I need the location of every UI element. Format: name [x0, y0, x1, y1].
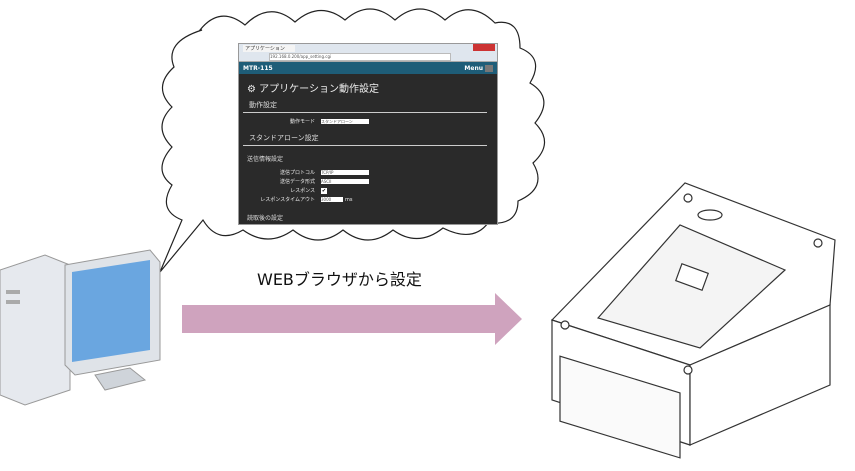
field-select: TCP/IP: [321, 170, 369, 175]
menu-icon: [485, 64, 493, 72]
subsection-heading: 送信情報設定: [247, 156, 284, 163]
close-icon: [473, 44, 495, 51]
browser-tab: アプリケーション: [243, 45, 295, 52]
page-title: ⚙ アプリケーション動作設定: [239, 74, 497, 97]
menu-label: Menu: [464, 64, 483, 72]
browser-chrome: アプリケーション 192.168.0.200/app_setting.cgi: [239, 44, 497, 62]
field-label: 送信プロトコル: [279, 170, 315, 176]
mode-select: スタンドアローン: [321, 119, 369, 124]
caption: WEBブラウザから設定: [257, 270, 422, 289]
field-row: 送信データ形式 ASCII: [239, 178, 497, 185]
brand: MTR-115: [243, 64, 273, 72]
address-bar: 192.168.0.200/app_setting.cgi: [269, 53, 451, 61]
page-title-text: アプリケーション動作設定: [259, 84, 379, 95]
arrow-right: [182, 293, 522, 345]
timeout-unit: ms: [345, 196, 353, 203]
field-label: 送信データ形式: [279, 179, 315, 185]
timeout-input: 3000: [321, 197, 343, 202]
subsection-heading: 読取後の設定: [247, 215, 284, 222]
navbar: MTR-115 Menu: [239, 62, 497, 74]
browser-screenshot: アプリケーション 192.168.0.200/app_setting.cgi M…: [238, 43, 498, 225]
checkbox-checked-icon: ✔: [321, 187, 327, 194]
reader-device-illustration: [550, 182, 836, 459]
response-row: レスポンス ✔: [239, 187, 497, 194]
field-select: ASCII: [321, 179, 369, 184]
section-heading: 動作設定: [243, 97, 487, 113]
gear-icon: ⚙: [247, 84, 260, 95]
response-label: レスポンス: [290, 188, 315, 194]
mode-label: 動作モード: [289, 119, 315, 125]
field-row: 送信プロトコル TCP/IP: [239, 169, 497, 176]
timeout-label: レスポンスタイムアウト: [260, 197, 315, 203]
menu-button: Menu: [464, 64, 493, 72]
mode-row: 動作モード スタンドアローン: [239, 118, 497, 125]
computer-icon: [0, 249, 161, 406]
section-heading: スタンドアローン設定: [243, 130, 487, 146]
